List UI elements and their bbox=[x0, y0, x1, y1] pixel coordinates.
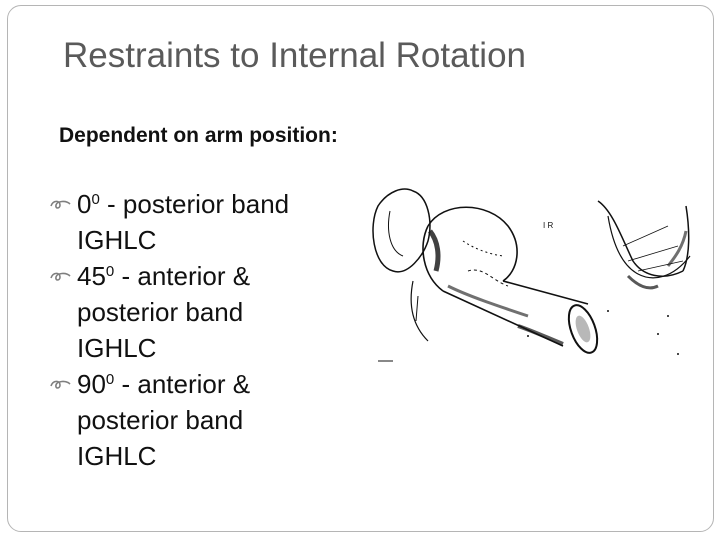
bullet-continuation: posterior band bbox=[77, 405, 244, 435]
bullet-continuation: IGHLC bbox=[77, 225, 157, 255]
bullet-continuation: IGHLC bbox=[77, 333, 157, 363]
bullet-continuation: IGHLC bbox=[77, 441, 157, 471]
slide-subtitle: Dependent on arm position: bbox=[59, 124, 338, 147]
bullet-text: - posterior band bbox=[99, 189, 290, 219]
bullet-item-0-degrees: 00 - posterior band IGHLC bbox=[48, 186, 368, 258]
bullet-first-line: 450 - anterior & bbox=[77, 258, 368, 294]
slide-frame: Restraints to Internal Rotation Dependen… bbox=[7, 5, 714, 532]
figure-label: I R bbox=[543, 221, 553, 230]
degree-superscript: 0 bbox=[105, 371, 115, 388]
degree-superscript: 0 bbox=[105, 263, 115, 280]
curl-bullet-icon bbox=[50, 380, 71, 389]
degree-superscript: 0 bbox=[91, 191, 100, 208]
bullet-continuation: posterior band bbox=[77, 297, 244, 327]
bullet-item-90-degrees: 900 - anterior & posterior band IGHLC bbox=[48, 366, 368, 474]
degree-value: 45 bbox=[77, 261, 106, 291]
bullet-item-45-degrees: 450 - anterior & posterior band IGHLC bbox=[48, 258, 368, 366]
degree-value: 0 bbox=[77, 189, 92, 219]
shoulder-joint-illustration: I R bbox=[372, 188, 691, 362]
degree-value: 90 bbox=[77, 369, 106, 399]
bullet-text: - anterior & bbox=[114, 369, 251, 399]
bullet-text: - anterior & bbox=[114, 261, 251, 291]
curl-bullet-icon bbox=[50, 272, 71, 281]
bullet-list: 00 - posterior band IGHLC 450 - anterior… bbox=[48, 186, 368, 474]
curl-bullet-icon bbox=[50, 200, 71, 209]
bullet-first-line: 900 - anterior & bbox=[77, 366, 368, 402]
bullet-first-line: 00 - posterior band bbox=[77, 186, 368, 222]
slide-title: Restraints to Internal Rotation bbox=[63, 36, 527, 75]
